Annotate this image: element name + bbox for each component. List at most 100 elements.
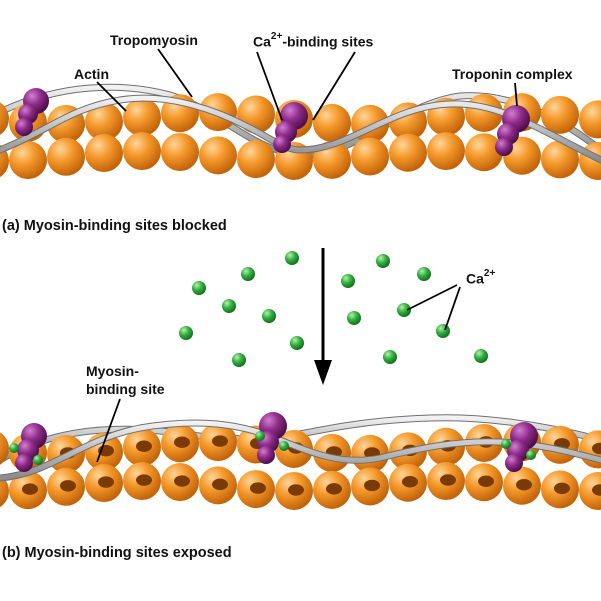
calcium-ion — [179, 326, 193, 340]
calcium-ion — [341, 274, 355, 288]
actin-monomer — [85, 102, 123, 141]
myosin-binding-site — [250, 482, 266, 494]
actin-monomer — [351, 137, 389, 176]
ca-binding-leader — [312, 51, 356, 121]
actin-strand-bottom-b — [0, 462, 601, 510]
myosin-binding-site — [136, 474, 152, 486]
actin-monomer — [579, 100, 601, 139]
troponin-complex — [273, 102, 308, 153]
calcium-ion — [232, 353, 246, 367]
troponin-leader — [514, 82, 518, 107]
myosin-binding-site — [326, 483, 342, 495]
actin-monomer — [9, 141, 47, 180]
actin-monomer — [541, 140, 579, 179]
calcium-ion — [417, 267, 431, 281]
actin-monomer — [0, 102, 9, 135]
calcium-ion — [347, 311, 361, 325]
binding-sites-text: -binding sites — [282, 33, 374, 50]
myosin-binding-site — [136, 440, 152, 452]
leader-lines — [96, 48, 518, 463]
myosin-binding-site — [592, 442, 601, 455]
myosin-binding-site — [288, 484, 304, 496]
bound-calcium-ion — [501, 439, 511, 449]
troponin-complex — [495, 105, 530, 156]
actin-monomer — [123, 132, 161, 171]
actin-monomer — [465, 133, 503, 172]
actin-monomer — [199, 136, 237, 175]
troponin-complex — [9, 423, 47, 472]
actin-monomer — [541, 95, 579, 134]
calcium-ion — [383, 350, 397, 364]
ca-ion-symbol: Ca — [466, 270, 484, 287]
actin-monomer — [0, 432, 9, 465]
caption-panel-b: (b) Myosin-binding sites exposed — [2, 545, 232, 561]
ca-symbol: Ca — [253, 33, 271, 50]
myosin-binding-site — [60, 480, 76, 492]
myosin-binding-site — [212, 435, 228, 447]
calcium-leader — [406, 284, 458, 311]
calcium-ion — [262, 309, 276, 323]
myosin-binding-site-leader — [96, 398, 121, 463]
myosin-binding-site — [174, 436, 190, 448]
actin-monomer — [123, 98, 161, 137]
actin-monomer — [161, 133, 199, 172]
myosin-binding-site — [516, 479, 532, 491]
actin-monomer — [579, 472, 601, 510]
actin-leader — [96, 81, 127, 112]
tropomyosin-leader — [157, 48, 193, 98]
filament-exposed — [0, 412, 601, 510]
myosin-binding-site — [402, 476, 418, 488]
actin-strand-bottom-a — [0, 132, 601, 180]
troponin-complex-label: Troponin complex — [452, 66, 573, 82]
myosin-binding-site — [22, 483, 38, 495]
caption-panel-a: (a) Myosin-binding sites blocked — [2, 218, 227, 234]
actin-monomer — [0, 474, 9, 508]
troponin-complex — [15, 88, 49, 136]
myosin-binding-site — [592, 484, 601, 496]
myosin-binding-site — [174, 475, 190, 487]
calcium-ion — [241, 267, 255, 281]
actin-monomer — [85, 134, 123, 173]
myosin-binding-site — [212, 478, 228, 491]
bound-calcium-ion — [279, 441, 289, 451]
troponin-complex — [501, 422, 538, 472]
calcium-ion — [376, 254, 390, 268]
bound-calcium-ion — [526, 450, 536, 460]
actin-monomer — [47, 137, 85, 176]
calcium-ion — [192, 281, 206, 295]
myosin-binding-site — [478, 475, 494, 487]
myosin-binding-site-label: Myosin- binding site — [86, 362, 165, 398]
ca-binding-sites-label: Ca2+-binding sites — [253, 31, 374, 50]
calcium-ion — [474, 349, 488, 363]
calcium-ion — [222, 299, 236, 313]
ca-binding-leader — [256, 51, 283, 121]
troponin-complex — [255, 412, 289, 464]
actin-label: Actin — [74, 66, 109, 82]
myosin-binding-site-line2: binding site — [86, 381, 165, 397]
actin-monomer — [313, 103, 351, 142]
bound-calcium-ion — [9, 443, 19, 453]
myosin-binding-site — [440, 474, 456, 486]
ca-charge: 2+ — [270, 31, 283, 42]
down-arrow-icon — [314, 248, 332, 385]
tropomyosin-label: Tropomyosin — [110, 32, 198, 48]
calcium-ion — [290, 336, 304, 350]
myosin-binding-site — [364, 479, 380, 492]
ca-ion-charge: 2+ — [483, 268, 496, 279]
myosin-binding-site — [98, 476, 114, 488]
bound-calcium-ion — [33, 455, 43, 465]
calcium-ion-label: Ca2+ — [466, 268, 496, 287]
calcium-ion — [397, 303, 411, 317]
calcium-ions — [179, 251, 488, 367]
calcium-ion — [436, 324, 450, 338]
actin-monomer — [427, 132, 465, 171]
myosin-binding-site — [554, 482, 570, 495]
actin-monomer — [389, 133, 427, 172]
filament-blocked — [0, 83, 601, 180]
actin-monomer — [237, 140, 275, 179]
calcium-leader — [444, 286, 461, 331]
calcium-ion — [285, 251, 299, 265]
myosin-binding-site-line1: Myosin- — [86, 363, 139, 379]
bound-calcium-ion — [255, 431, 265, 441]
